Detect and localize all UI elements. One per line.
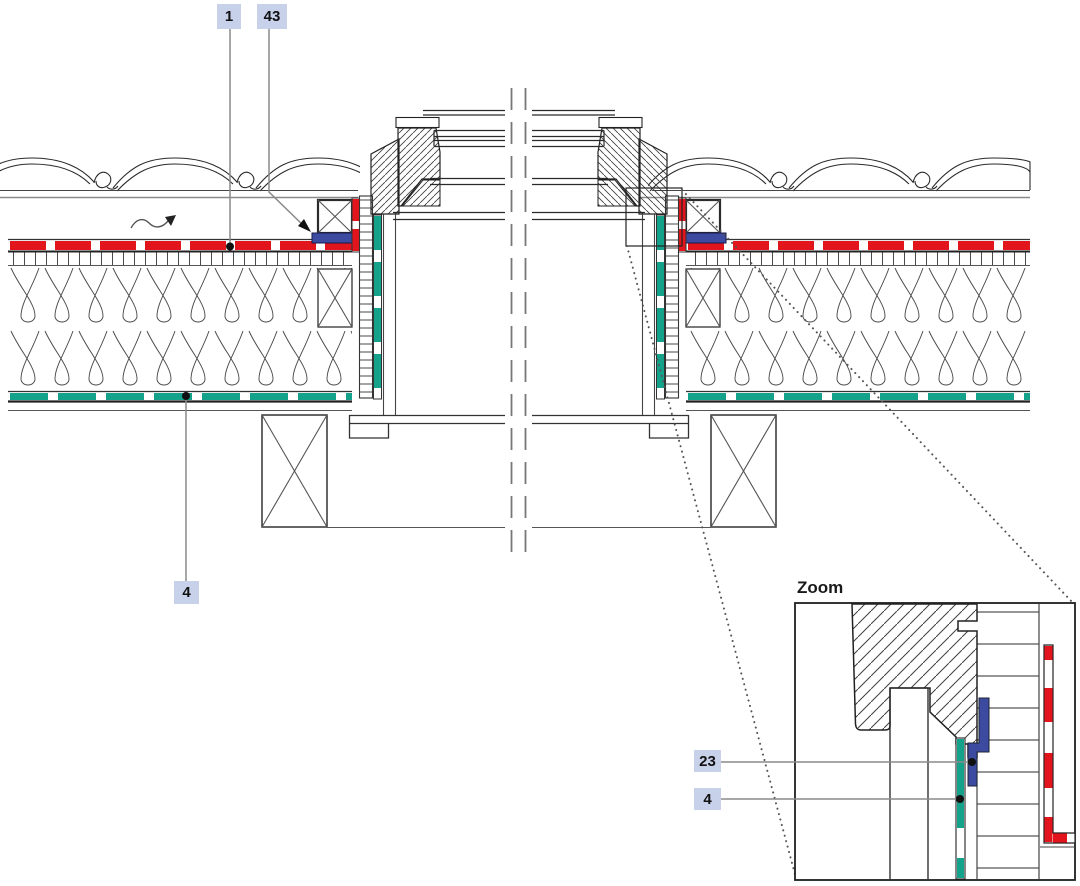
window-shaft-lining (348, 414, 690, 439)
leader-arrow-icon (298, 219, 311, 232)
callout-leaders (182, 29, 976, 803)
green-membrane-right (686, 390, 1030, 412)
red-membrane-right (686, 238, 1030, 253)
detail-marker (625, 187, 683, 247)
window-jamb-left (311, 116, 441, 415)
red-membrane-left (8, 238, 352, 253)
beam-left (261, 414, 328, 528)
clamp-profile-bar (311, 232, 353, 244)
green-membrane-left (8, 390, 352, 412)
beam-right (710, 414, 777, 528)
insulation-left (8, 266, 352, 392)
airflow-arrow-icon (130, 215, 176, 229)
roof-tiles-right (648, 157, 1031, 192)
zoom-lining-board (889, 687, 929, 879)
window-frame-section (370, 137, 400, 215)
section-break-lines-icon (510, 88, 527, 560)
insulation-right (686, 266, 1030, 392)
callout-43: 43 (257, 4, 287, 29)
callout-23: 23 (694, 750, 721, 772)
zoom-panel-title: Zoom (797, 578, 844, 597)
zoom-red-membrane (1043, 644, 1076, 844)
glazing-unit (393, 109, 645, 221)
batten-layer-left (8, 252, 352, 267)
roof-tiles-left (0, 157, 360, 192)
callout-4: 4 (174, 581, 199, 604)
batten-layer-right (686, 252, 1030, 267)
zoom-panel (794, 602, 1076, 881)
zoom-teal-membrane (955, 737, 966, 880)
callout-4-zoom: 4 (694, 788, 721, 810)
detail-leader-dotted (626, 189, 1074, 879)
callout-1: 1 (217, 4, 241, 29)
